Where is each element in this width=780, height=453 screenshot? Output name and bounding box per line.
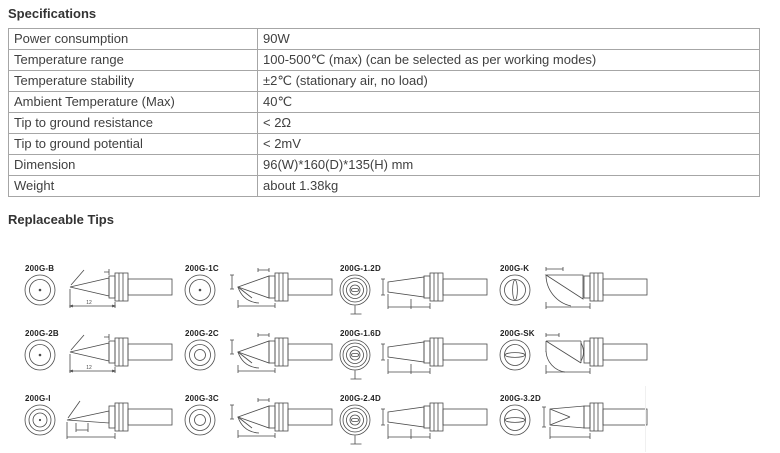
- tip-label: 200G-3C: [185, 394, 219, 403]
- tip-label: 200G-I: [25, 394, 51, 403]
- tip-label: 200G-2C: [185, 329, 219, 338]
- spec-label: Tip to ground resistance: [8, 112, 258, 134]
- tip-side-view-icon: [537, 327, 649, 381]
- tip-side-view-icon: [537, 262, 649, 316]
- tip-label: 200G-K: [500, 264, 530, 273]
- tip-cell: 200G-3.2D: [493, 388, 668, 453]
- spec-row: Tip to ground resistance< 2Ω: [8, 112, 760, 134]
- specifications-heading: Specifications: [8, 6, 97, 21]
- tip-side-view-icon: [377, 392, 489, 446]
- spec-value: 100-500℃ (max) (can be selected as per w…: [257, 49, 760, 71]
- tip-label: 200G-SK: [500, 329, 535, 338]
- tip-front-view-icon: [180, 335, 220, 383]
- tip-front-view-icon: [335, 335, 375, 383]
- tip-front-view-icon: [335, 270, 375, 318]
- tip-cell: 200G-1.6D: [333, 323, 493, 388]
- spec-row: Ambient Temperature (Max)40℃: [8, 91, 760, 113]
- tip-front-view-icon: [495, 335, 535, 383]
- faint-vertical-divider: [645, 386, 646, 452]
- spec-label: Dimension: [8, 154, 258, 176]
- tip-front-view-icon: [20, 270, 60, 318]
- tip-cell: 200G-2C: [178, 323, 333, 388]
- tip-label: 200G-1.6D: [340, 329, 381, 338]
- tip-label: 200G-2.4D: [340, 394, 381, 403]
- tip-side-view-icon: [62, 392, 174, 446]
- tip-front-view-icon: [180, 270, 220, 318]
- spec-row: Temperature stability±2℃ (stationary air…: [8, 70, 760, 92]
- spec-value: 40℃: [257, 91, 760, 113]
- tip-label: 200G-2B: [25, 329, 59, 338]
- tip-front-view-icon: [495, 400, 535, 448]
- spec-label: Power consumption: [8, 28, 258, 50]
- tip-label: 200G-3.2D: [500, 394, 541, 403]
- spec-label: Ambient Temperature (Max): [8, 91, 258, 113]
- tip-side-view-icon: 12: [62, 262, 174, 316]
- replaceable-tips-heading: Replaceable Tips: [8, 212, 114, 227]
- tip-cell: 200G-K: [493, 258, 668, 323]
- spec-value: 90W: [257, 28, 760, 50]
- spec-value: < 2Ω: [257, 112, 760, 134]
- tip-front-view-icon: [20, 335, 60, 383]
- tip-label: 200G-B: [25, 264, 55, 273]
- tip-cell: 200G-I: [18, 388, 178, 453]
- spec-label: Tip to ground potential: [8, 133, 258, 155]
- spec-value: ±2℃ (stationary air, no load): [257, 70, 760, 92]
- tip-cell: 200G-1.2D: [333, 258, 493, 323]
- spec-value: 96(W)*160(D)*135(H) mm: [257, 154, 760, 176]
- tip-label: 200G-1.2D: [340, 264, 381, 273]
- tip-side-view-icon: [537, 392, 649, 446]
- tip-cell: 200G-2B 12: [18, 323, 178, 388]
- spec-value: about 1.38kg: [257, 175, 760, 197]
- tip-side-view-icon: [377, 262, 489, 316]
- tip-side-view-icon: [222, 392, 334, 446]
- tip-side-view-icon: [222, 327, 334, 381]
- tip-front-view-icon: [335, 400, 375, 448]
- tip-cell: 200G-1C: [178, 258, 333, 323]
- tip-label: 200G-1C: [185, 264, 219, 273]
- tip-side-view-icon: 12: [62, 327, 174, 381]
- tip-side-view-icon: [377, 327, 489, 381]
- spec-row: Tip to ground potential< 2mV: [8, 133, 760, 155]
- tip-cell: 200G-3C: [178, 388, 333, 453]
- spec-label: Temperature range: [8, 49, 258, 71]
- spec-label: Weight: [8, 175, 258, 197]
- svg-text:12: 12: [86, 365, 92, 371]
- tip-cell: 200G-2.4D: [333, 388, 493, 453]
- tip-front-view-icon: [180, 400, 220, 448]
- spec-value: < 2mV: [257, 133, 760, 155]
- svg-text:12: 12: [86, 300, 92, 306]
- spec-label: Temperature stability: [8, 70, 258, 92]
- tip-front-view-icon: [495, 270, 535, 318]
- tip-side-view-icon: [222, 262, 334, 316]
- tip-front-view-icon: [20, 400, 60, 448]
- tip-cell: 200G-SK: [493, 323, 668, 388]
- tip-cell: 200G-B 12: [18, 258, 178, 323]
